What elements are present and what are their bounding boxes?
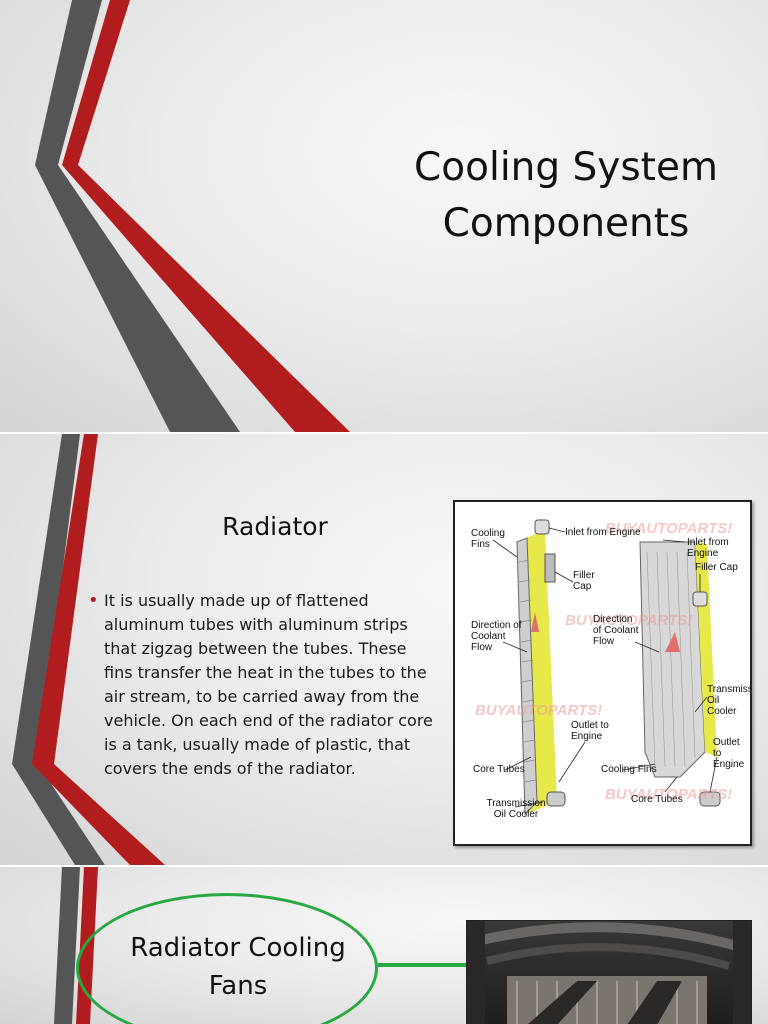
flow-arrow-right [665, 632, 680, 652]
slide-cooling-fans: Radiator Cooling Fans [0, 867, 768, 1024]
slide-heading: Radiator Cooling Fans [130, 933, 346, 1001]
slide-separator [0, 432, 768, 434]
decorative-bands [12, 434, 165, 865]
gray-band [35, 0, 240, 432]
watermark: BUYAUTOPARTS! [605, 786, 733, 803]
label-transmission-left: Transmission Oil Cooler [486, 798, 546, 820]
title-highlight-oval [76, 893, 378, 1024]
slide-title: Cooling System Components [0, 0, 768, 432]
left-outlet-pipe [546, 791, 566, 807]
label-filler-cap-right: Filler Cap [695, 562, 738, 573]
red-band [62, 0, 350, 432]
label-outlet-right: Outlet to Engine [713, 737, 745, 770]
slide-heading: Radiator [222, 512, 328, 541]
left-inlet-pipe [544, 553, 556, 583]
watermark: BUYAUTOPARTS! [475, 702, 603, 719]
decorative-bands [35, 0, 350, 432]
gray-band [54, 867, 80, 1024]
label-cooling-fins-left: Cooling Fins [471, 528, 505, 550]
left-radiator-core [516, 537, 538, 816]
fan-photo-illustration [467, 921, 751, 1024]
label-cooling-fins-right: Cooling Fins [601, 764, 657, 775]
red-band [32, 434, 165, 865]
label-filler-cap-left: Filler Cap [573, 570, 595, 592]
label-outlet-left: Outlet to Engine [571, 720, 609, 742]
label-direction-right: Direction of Coolant Flow [593, 614, 639, 647]
left-filler-cap [534, 519, 550, 535]
label-transmission-right: Transmission Oil Cooler [707, 684, 752, 717]
slide-radiator: Radiator • It is usually made up of flat… [0, 434, 768, 865]
slide-title-text: Cooling System Components [414, 145, 718, 246]
connector-line [378, 963, 470, 967]
label-core-tubes: Core Tubes [473, 764, 525, 775]
label-direction-left: Direction of Coolant Flow [471, 620, 522, 653]
flow-arrow-left [531, 612, 539, 632]
label-core-tubes-right: Core Tubes [631, 794, 683, 805]
label-inlet-left: Inlet from Engine [565, 527, 641, 538]
right-radiator-core [639, 541, 706, 778]
bullet-dot: • [88, 590, 99, 611]
slide-separator [0, 865, 768, 867]
right-filler-cap [692, 591, 708, 607]
radiator-diagram: BUYAUTOPARTS! BUYAUTOPARTS! BUYAUTOPARTS… [453, 500, 752, 846]
radiator-fan-photo [466, 920, 752, 1024]
bullet-text: It is usually made up of flattened alumi… [104, 591, 433, 778]
watermark: BUYAUTOPARTS! [565, 612, 693, 629]
label-inlet-right: Inlet from Engine [687, 537, 729, 559]
watermark: BUYAUTOPARTS! [605, 520, 733, 537]
bullet-paragraph: • It is usually made up of flattened alu… [88, 589, 439, 781]
radiator-illustration [492, 519, 721, 816]
